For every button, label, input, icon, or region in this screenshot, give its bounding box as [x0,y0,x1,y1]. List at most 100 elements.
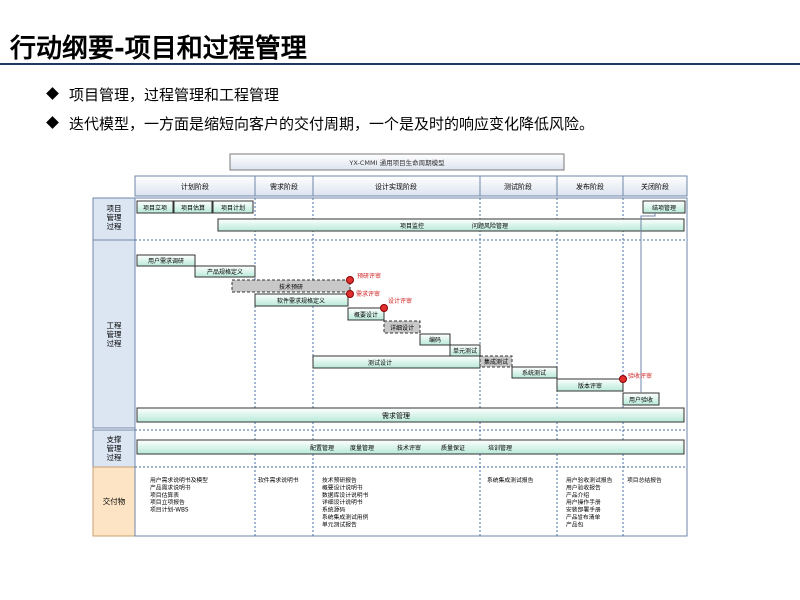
bullet-text: 迭代模型，一方面是缩短向客户的交付周期，一个是及时的响应变化降低风险。 [69,115,595,133]
deliverable-item: 产品包 [566,520,584,528]
diagram-title: YX-CMMI 通用项目生命周期模型 [348,158,445,167]
grid-frame [134,197,688,537]
task-box [254,293,349,307]
task-box [511,366,558,379]
page-title: 行动纲要-项目和过程管理 [10,34,307,64]
task-label: 用户验收 [629,396,653,404]
deliverable-item: 软件需求说明书 [258,476,299,484]
deliverable-item: 数据库设计说明书 [322,491,369,499]
phase-label: 计划阶段 [181,182,209,191]
task-box [136,407,685,423]
task-label: 问题风险管理 [472,222,508,230]
phase-header [622,175,688,197]
task-box [194,265,256,278]
support-tasks: 配置管理 度量管理 技术评审 质量保证 培训管理 [136,439,685,455]
deliverable-item: 单元测试报告 [322,520,357,528]
deliverable-item: 系统集成测试用例 [322,513,369,521]
row-label-project: 项目管理过程 [107,204,122,231]
phase-label: 发布阶段 [576,182,604,191]
deliverable-item: 用户需求说明书及模型 [150,476,208,484]
task-label: 技术评审 [397,444,421,452]
review-milestone-icon [380,304,388,312]
row-label-engineering: 工程管理过程 [107,321,122,348]
task-box [212,200,254,214]
task-label: 单元测试 [453,347,477,355]
row-label-bg [92,466,136,537]
review-milestone-icon [346,276,354,284]
task-box [136,200,174,214]
task-box [642,200,686,214]
deliverable-item: 用户验收报告 [566,483,601,491]
deliverable-item: 用户操作手册 [566,498,601,506]
deliverable-item: 技术预研报告 [322,476,357,484]
task-label: 配置管理 [310,444,334,452]
task-box-optional [383,320,421,334]
flow-connector [640,213,656,393]
task-label: 项目立项 [143,204,167,212]
deliverable-item: 项目估算表 [150,491,179,499]
task-label: 结项管理 [652,204,676,212]
diagram-title-box [229,153,565,171]
deliverable-item: 产品介绍 [566,491,589,499]
task-label: 详细设计 [390,324,414,332]
deliverable-item: 项目总结报告 [627,476,662,484]
review-milestones: 预研评审 需求评审 设计评审 验收评审 [346,272,652,383]
task-label: 版本评审 [578,382,602,390]
task-label: 需求管理 [382,411,410,420]
review-milestone-icon [619,375,627,383]
title-divider [0,63,800,65]
task-label: 项目监控 [400,222,424,230]
bullet-text: 项目管理，过程管理和工程管理 [69,86,280,104]
deliverable-item: 项目计划-WBS [150,506,189,514]
task-box [136,254,196,267]
review-label: 需求评审 [356,290,380,298]
task-box [312,355,481,369]
deliverable-item: 安装部署手册 [566,506,601,514]
phase-label: 关闭阶段 [641,182,669,191]
deliverable-item: 详细设计说明书 [322,498,363,506]
task-label: 软件需求规格定义 [277,297,325,305]
bullet-item: 迭代模型，一方面是缩短向客户的交付周期，一个是及时的响应变化降低风险。 [46,113,595,134]
project-tasks: 项目立项 项目估算 项目计划 结项管理 项目监控 问题风险管理 [136,200,686,232]
review-milestone-icon [346,290,354,298]
deliverable-item: 产品발布清单 [566,513,601,521]
deliverable-item: 概要设计说明书 [322,483,363,491]
phase-headers: 计划阶段 需求阶段 设计实现阶段 测试阶段 发布阶段 关闭阶段 [134,175,688,197]
phase-dividers [135,198,687,536]
review-label: 预研评审 [357,272,381,280]
task-label: 用户需求调研 [148,257,184,265]
deliverable-item: 系统源码 [322,506,345,514]
task-box [136,439,685,455]
task-box-optional [231,279,351,293]
bullet-item: 项目管理，过程管理和工程管理 [46,84,280,105]
task-box [419,333,451,346]
task-label: 测试设计 [368,359,392,367]
task-label: 产品规格定义 [207,268,243,276]
deliverable-item: 用户验收测试报告 [566,476,613,484]
task-box [217,218,685,232]
deliverable-item: 系统集成测试报告 [487,476,534,484]
task-label: 技术预研 [279,283,303,291]
task-label: 度量管理 [350,444,374,452]
phase-label: 需求阶段 [270,182,298,191]
task-label: 项目计划 [221,204,245,212]
task-label: 集成测试 [484,358,508,366]
review-label: 验收评审 [628,372,652,380]
row-label-support: 支撑管理过程 [107,434,122,462]
task-label: 系统测试 [522,369,546,377]
phase-label: 设计实现阶段 [375,182,417,191]
deliverable-item: 产品需求说明书 [150,483,191,491]
task-box-optional [479,355,513,368]
task-label: 培训管理 [488,444,512,452]
task-box [556,378,624,392]
task-label: 质量保证 [441,444,465,452]
phase-label: 测试阶段 [504,182,532,191]
row-label-deliverables: 交付物 [103,496,126,506]
task-label: 项目估算 [181,204,205,212]
task-label: 编码 [429,336,441,344]
deliverable-item: 项目立项报告 [150,498,185,506]
engineering-tasks: 用户需求调研 产品规格定义 技术预研 软件需求规格定义 概要设计 详细设计 编码… [136,213,685,423]
review-label: 设计评审 [388,297,412,305]
